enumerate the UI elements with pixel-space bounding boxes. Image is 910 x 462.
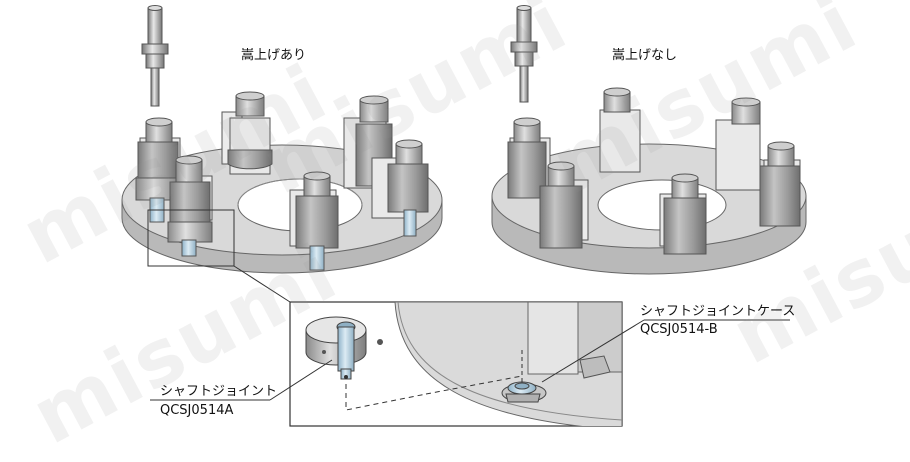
cylinder-unit [221, 91, 273, 175]
cylinder-unit [135, 117, 181, 223]
cylinder-unit [599, 87, 641, 173]
label-without-raise: 嵩上げなし [612, 48, 678, 63]
cylinder-unit [289, 171, 339, 271]
detail-leader-line [233, 265, 291, 303]
detail-source-box [147, 209, 235, 267]
leader-case [541, 319, 645, 383]
cylinder-unit [539, 161, 589, 249]
label-with-raise: 嵩上げあり [241, 48, 307, 63]
label-case-code: QCSJ0514-B [640, 322, 718, 337]
leader-joint [269, 359, 333, 401]
detail-enlarged-box [289, 301, 623, 427]
label-joint-code: QCSJ0514A [160, 403, 234, 418]
cylinder-unit [715, 97, 761, 191]
assembly-diagram [121, 5, 807, 427]
cylinder-unit [371, 139, 429, 237]
locator-pin-left [141, 5, 169, 107]
cylinder-unit [167, 155, 213, 257]
cylinder-unit [759, 141, 801, 227]
cylinder-unit [659, 173, 707, 255]
label-joint-name: シャフトジョイント [160, 384, 278, 399]
locator-pin-right [510, 5, 538, 103]
label-case-name: シャフトジョイントケース [640, 304, 796, 319]
